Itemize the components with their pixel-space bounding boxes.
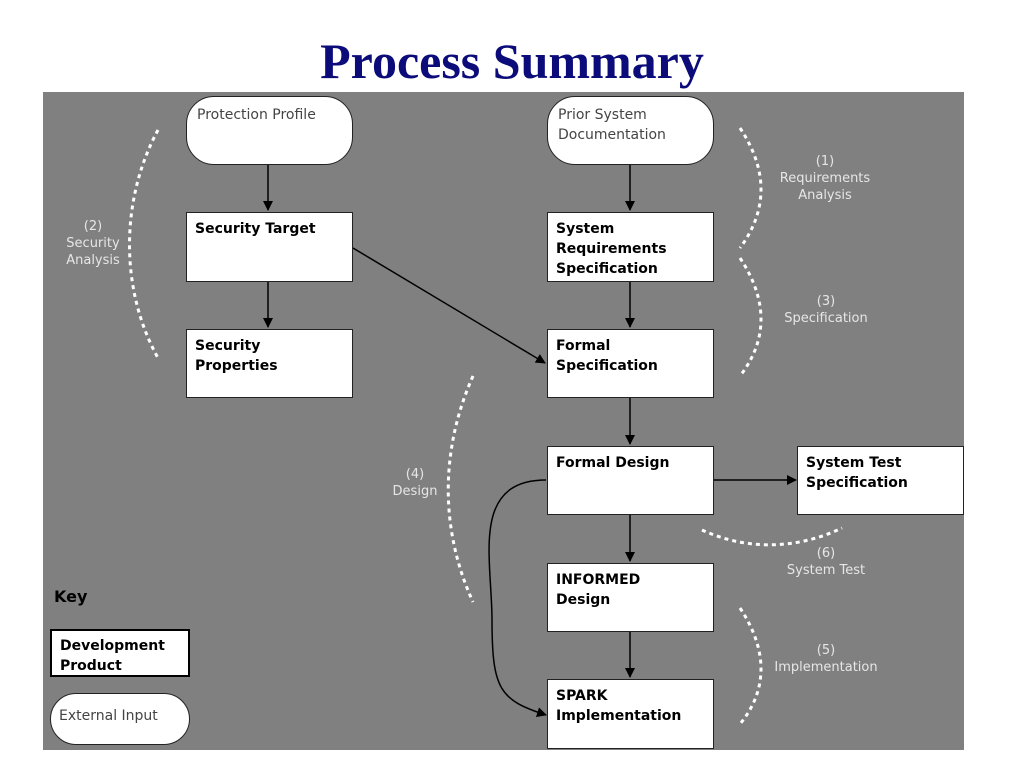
formal-specification-line-2: Specification xyxy=(556,358,658,374)
key-product-line-1: Development xyxy=(60,638,165,654)
system-test-line-1: System Test xyxy=(806,455,902,471)
phase-text: Security xyxy=(66,236,120,251)
phase-brace-security xyxy=(128,129,160,359)
security-properties-box: Security Properties xyxy=(186,329,353,398)
formal-specification-box: Formal Specification xyxy=(547,329,714,398)
phase-brace-requirements xyxy=(738,127,763,249)
security-properties-line-2: Properties xyxy=(195,358,278,374)
phase-text: Implementation xyxy=(774,660,878,675)
phase-number: (5) xyxy=(816,643,836,658)
spark-implementation-line-2: Implementation xyxy=(556,708,682,724)
formal-specification-line-1: Formal xyxy=(556,338,611,354)
phase-brace-implementation xyxy=(738,607,763,725)
page-title: Process Summary xyxy=(320,33,704,89)
key-external-input: External Input xyxy=(50,693,190,745)
prior-system-documentation-input: Prior System Documentation xyxy=(547,96,714,165)
formal-design-label: Formal Design xyxy=(556,455,670,471)
phase-number: (6) xyxy=(816,546,836,561)
protection-profile-input: Protection Profile xyxy=(186,96,353,165)
informed-design-line-2: Design xyxy=(556,592,611,608)
spark-implementation-line-1: SPARK xyxy=(556,688,608,704)
phase-label-specification: (3) Specification xyxy=(768,293,884,327)
security-target-label: Security Target xyxy=(195,221,316,237)
system-test-specification-box: System Test Specification xyxy=(797,446,964,515)
phase-label-system-test: (6) System Test xyxy=(770,545,882,579)
phase-number: (4) xyxy=(405,467,425,482)
phase-brace-specification xyxy=(738,257,763,377)
informed-design-line-1: INFORMED xyxy=(556,572,641,588)
formal-design-box: Formal Design xyxy=(547,446,714,515)
system-requirements-line-2: Requirements xyxy=(556,241,667,257)
arrow-fd-to-spark xyxy=(488,479,547,717)
security-target-box: Security Target xyxy=(186,212,353,282)
diagram-panel xyxy=(43,92,964,750)
key-title: Key xyxy=(54,587,88,606)
phase-label-implementation: (5) Implementation xyxy=(760,642,892,676)
prior-docs-line-1: Prior System xyxy=(558,107,647,123)
phase-text: System Test xyxy=(786,563,866,578)
protection-profile-label: Protection Profile xyxy=(197,107,316,123)
phase-label-security: (2) Security Analysis xyxy=(53,218,133,269)
key-external-input-label: External Input xyxy=(59,708,158,724)
arrow-st-to-fs xyxy=(352,247,546,364)
phase-text: Specification xyxy=(784,311,868,326)
system-requirements-box: System Requirements Specification xyxy=(547,212,714,282)
informed-design-box: INFORMED Design xyxy=(547,563,714,632)
prior-docs-line-2: Documentation xyxy=(558,127,666,143)
system-requirements-line-1: System xyxy=(556,221,615,237)
key-product-line-2: Product xyxy=(60,658,122,674)
phase-text: Analysis xyxy=(66,253,120,268)
spark-implementation-box: SPARK Implementation xyxy=(547,679,714,749)
phase-brace-design xyxy=(446,375,475,603)
system-test-line-2: Specification xyxy=(806,475,908,491)
phase-number: (1) xyxy=(815,154,835,169)
security-properties-line-1: Security xyxy=(195,338,261,354)
phase-label-requirements: (1) Requirements Analysis xyxy=(760,153,890,204)
phase-number: (2) xyxy=(83,219,103,234)
phase-label-design: (4) Design xyxy=(380,466,450,500)
phase-brace-system-test xyxy=(701,526,843,547)
system-requirements-line-3: Specification xyxy=(556,261,658,277)
phase-text: Requirements xyxy=(779,171,871,186)
phase-text: Design xyxy=(392,484,438,499)
phase-number: (3) xyxy=(816,294,836,309)
key-development-product: Development Product xyxy=(50,629,190,677)
phase-text: Analysis xyxy=(798,188,852,203)
